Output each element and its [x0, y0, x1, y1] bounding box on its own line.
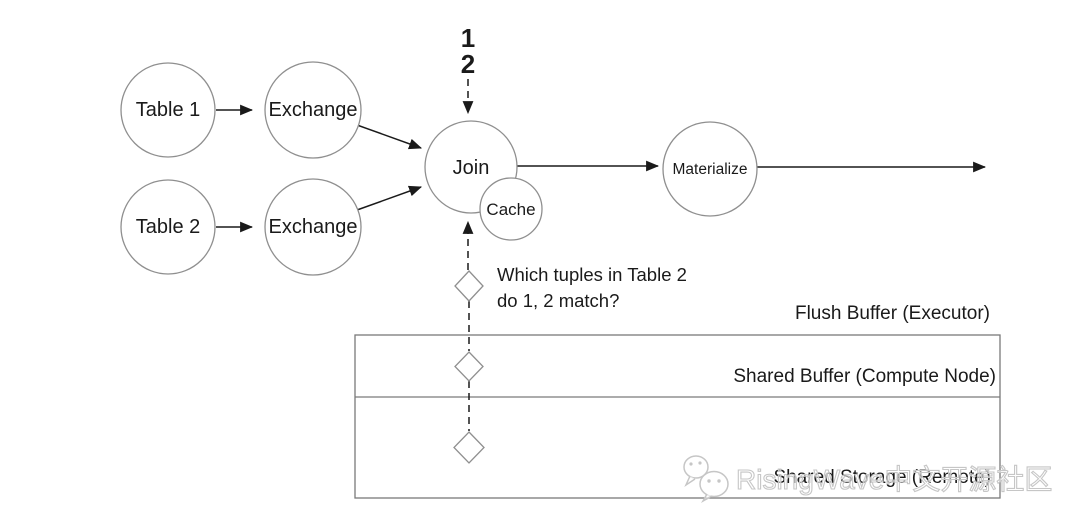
barrier-number-2: 2: [461, 49, 475, 79]
exchange2-label: Exchange: [269, 216, 358, 238]
join-label: Join: [453, 157, 490, 179]
annotation-line1: Which tuples in Table 2: [497, 264, 687, 285]
node-cache-circle: [479, 177, 543, 241]
watermark: RisingWave中文开源社区: [683, 455, 1053, 503]
annotation-line2: do 1, 2 match?: [497, 290, 619, 311]
flush-buffer-label: Flush Buffer (Executor): [795, 303, 990, 324]
node-exchange1-circle: [264, 61, 362, 159]
lookup-diamond-shared-storage: [453, 431, 485, 464]
cache-label: Cache: [486, 200, 535, 219]
wechat-icon: [683, 455, 729, 503]
node-exchange2-circle: [264, 178, 362, 276]
table2-label: Table 2: [136, 216, 201, 238]
arrow-exchange2-to-join: [356, 185, 423, 211]
table1-label: Table 1: [136, 99, 201, 121]
storage-layers-box: [354, 334, 1001, 499]
shared-buffer-label: Shared Buffer (Compute Node): [733, 366, 996, 387]
lookup-diamond-executor: [454, 270, 484, 302]
lookup-diamond-shared-buffer: [454, 351, 484, 382]
barrier-number-1: 1: [461, 23, 475, 53]
node-materialize-circle: [662, 121, 758, 217]
arrow-exchange1-to-join: [356, 124, 423, 150]
shared-storage-label: Shared Storage (Remote): [773, 467, 991, 488]
materialize-label: Materialize: [673, 161, 748, 178]
node-table2-circle: [120, 179, 216, 275]
exchange1-label: Exchange: [269, 99, 358, 121]
watermark-text: RisingWave中文开源社区: [736, 464, 1052, 495]
node-table1-circle: [120, 62, 216, 158]
